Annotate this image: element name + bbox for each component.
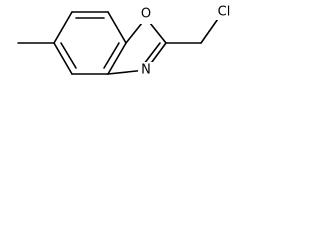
bond-c5-c4-inner: [60, 42, 77, 69]
bond-c6-c5: [53, 11, 73, 44]
bond-ch2-cl: [200, 15, 221, 44]
bond-c3a-c7a: [107, 42, 127, 75]
bond-c3a-c7a-inner: [103, 42, 120, 69]
nitrogen-label-bg: [138, 62, 154, 78]
bond-c7a-c7: [107, 11, 127, 44]
benzoxazole-structure-diagram: O N Cl: [17, 4, 236, 78]
bond-c5-c4: [53, 42, 73, 75]
bond-c2-n3-double: [143, 42, 161, 65]
oxygen-label-bg: [138, 8, 154, 24]
chlorine-atom-label: Cl: [218, 5, 231, 20]
oxygen-atom-label: O: [141, 7, 151, 22]
chlorine-label-bg: [212, 4, 236, 20]
nitrogen-atom-label: N: [141, 63, 151, 78]
molecule-canvas: O N Cl: [0, 0, 240, 88]
